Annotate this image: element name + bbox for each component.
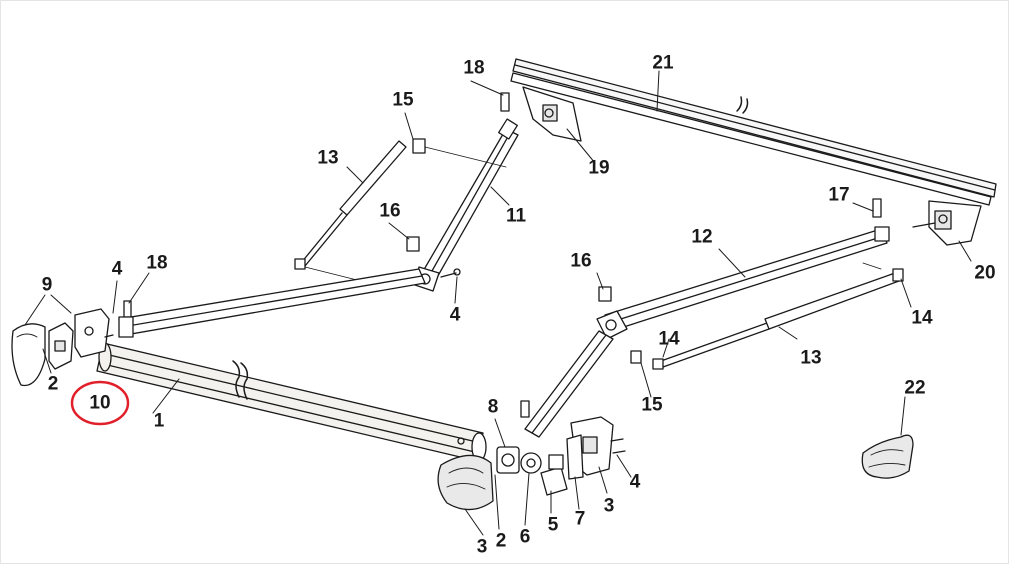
callout-3-right: 3 <box>603 495 615 517</box>
knob-upper <box>406 236 420 252</box>
pin-left <box>123 300 132 318</box>
callout-4-left: 4 <box>111 258 123 280</box>
clip-lower <box>630 350 642 364</box>
callout-1: 1 <box>153 410 165 432</box>
callout-15-upper: 15 <box>392 89 414 111</box>
callout-7: 7 <box>574 508 586 530</box>
arm-lower-left <box>118 268 426 338</box>
callout-20: 20 <box>974 262 996 284</box>
clip-accessory <box>861 434 914 479</box>
callout-13-upper: 13 <box>317 147 339 169</box>
callout-16-left: 16 <box>379 200 401 222</box>
callout-4-right: 4 <box>629 471 641 493</box>
roller-tube <box>96 342 487 462</box>
strut-right <box>652 268 904 370</box>
callout-17: 17 <box>828 184 850 206</box>
arm-lower-right <box>520 330 614 438</box>
right-end-bracket <box>566 416 626 480</box>
pin-right <box>872 198 882 218</box>
callout-8: 8 <box>487 396 499 418</box>
pin-upper <box>500 92 510 112</box>
callout-3-bottom: 3 <box>476 536 488 558</box>
knob-right <box>598 286 612 302</box>
callout-2-right: 2 <box>495 530 507 552</box>
callout-11: 11 <box>505 205 527 227</box>
callout-4-mid: 4 <box>449 304 461 326</box>
strut-upper <box>294 140 407 270</box>
bracket-right <box>912 200 982 246</box>
left-end-assembly <box>11 308 114 387</box>
callout-18-left: 18 <box>146 252 168 274</box>
callout-15-lower: 15 <box>641 394 663 416</box>
arm-upper-right <box>604 226 890 332</box>
callout-12: 12 <box>691 226 713 248</box>
elbow-right <box>596 310 628 340</box>
callout-22: 22 <box>904 377 926 399</box>
callout-13-right: 13 <box>800 347 822 369</box>
callout-9: 9 <box>41 274 53 296</box>
callout-10: 10 <box>89 392 111 414</box>
callout-18-upper: 18 <box>463 57 485 79</box>
clip-upper <box>412 138 426 154</box>
callout-19: 19 <box>588 157 610 179</box>
callout-6: 6 <box>519 526 531 548</box>
fabric-end-roll <box>437 454 494 511</box>
leader-lines <box>24 70 972 536</box>
callout-14-right: 14 <box>911 307 933 329</box>
bracket-upper-left <box>522 86 582 142</box>
highlight-circle <box>70 380 130 426</box>
callout-21: 21 <box>652 52 674 74</box>
callout-2-left: 2 <box>47 373 59 395</box>
callout-5: 5 <box>547 514 559 536</box>
callout-16-right: 16 <box>570 250 592 272</box>
callout-14-left: 14 <box>658 328 680 350</box>
top-rail <box>510 58 997 206</box>
gear-motor-assembly <box>496 446 568 496</box>
